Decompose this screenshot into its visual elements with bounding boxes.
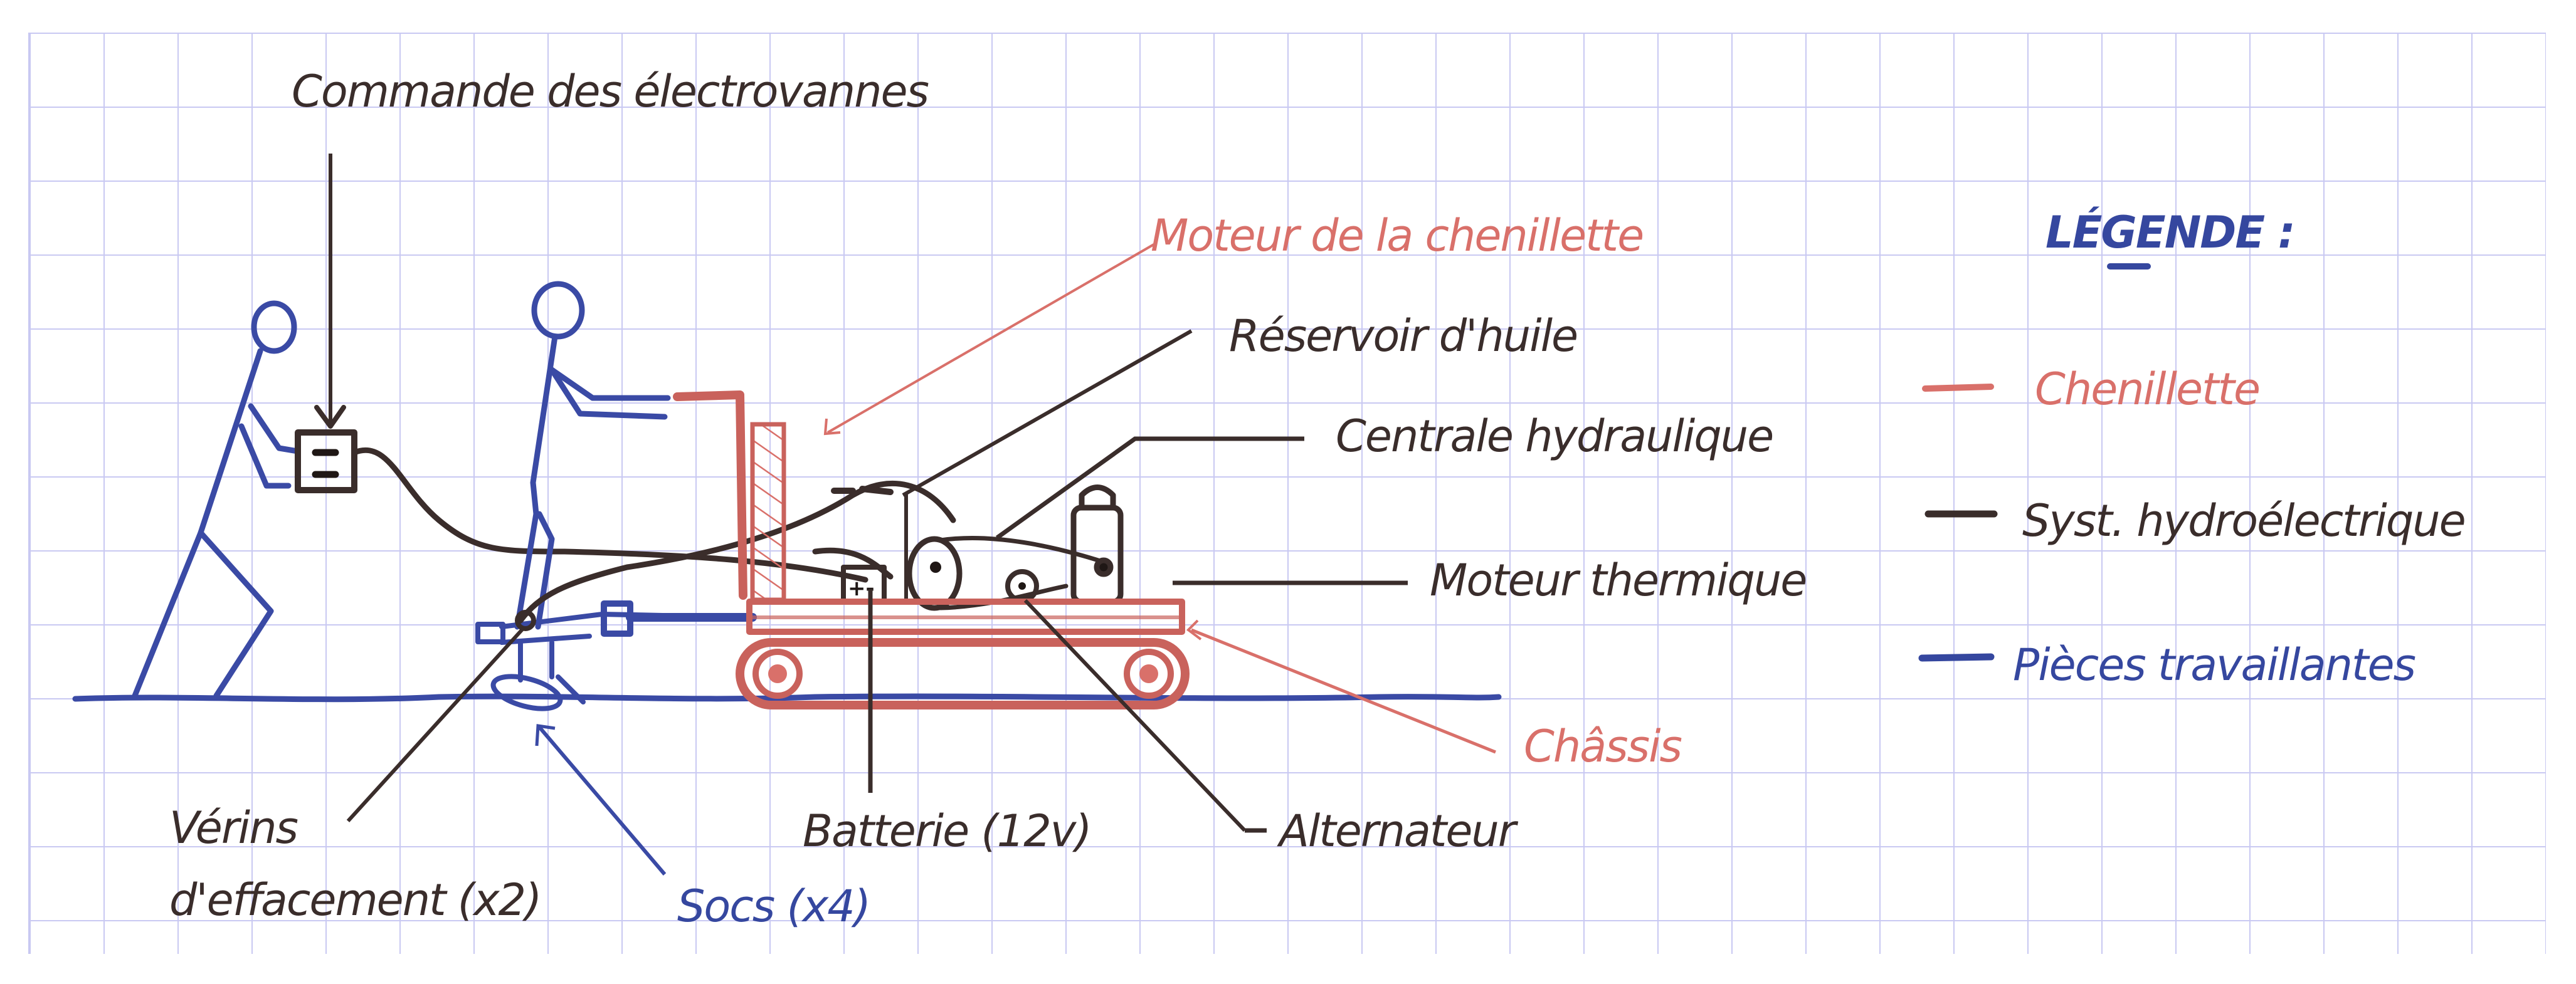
- legend-label-working-parts: Pièces travaillantes: [2013, 639, 2415, 691]
- control-box: [295, 154, 357, 493]
- track-motor: [750, 422, 786, 602]
- legend: LÉGENDE : Chenillette Syst. hydroélectri…: [1918, 207, 2466, 691]
- label-oil-tank: Réservoir d'huile: [1229, 310, 1577, 362]
- operator-figure-left: [132, 300, 301, 699]
- label-alternator: Alternateur: [1277, 805, 1519, 857]
- track: [736, 638, 1190, 709]
- legend-label-hydro: Syst. hydroélectrique: [2022, 495, 2465, 547]
- leader-lines: [346, 243, 1496, 876]
- label-hydraulic-unit: Centrale hydraulique: [1336, 411, 1773, 462]
- label-control: Commande des électrovannes: [292, 66, 929, 117]
- legend-title: LÉGENDE :: [2045, 207, 2294, 258]
- ground-line: [72, 693, 1502, 703]
- work-tools: [475, 600, 757, 711]
- label-shares: Socs (x4): [677, 881, 870, 932]
- label-thermal-engine: Moteur thermique: [1430, 555, 1806, 606]
- legend-swatch-working-parts: [1918, 653, 1995, 662]
- label-track-motor: Moteur de la chenillette: [1151, 210, 1643, 261]
- handle-bar: [673, 390, 747, 600]
- label-cylinders-line1: Vérins: [169, 802, 297, 854]
- label-cylinders-line2: d'effacement (x2): [169, 874, 541, 926]
- oil-tank: [831, 486, 908, 604]
- legend-swatch-chenillette: [1922, 384, 1994, 392]
- label-battery: Batterie (12v): [803, 805, 1091, 857]
- label-chassis: Châssis: [1524, 721, 1682, 772]
- chassis: [746, 599, 1185, 635]
- grid-paper: [28, 33, 2546, 954]
- operator-figure-right: [514, 281, 671, 630]
- hydraulic-pump: [906, 536, 963, 611]
- legend-label-chenillette: Chenillette: [2035, 364, 2259, 415]
